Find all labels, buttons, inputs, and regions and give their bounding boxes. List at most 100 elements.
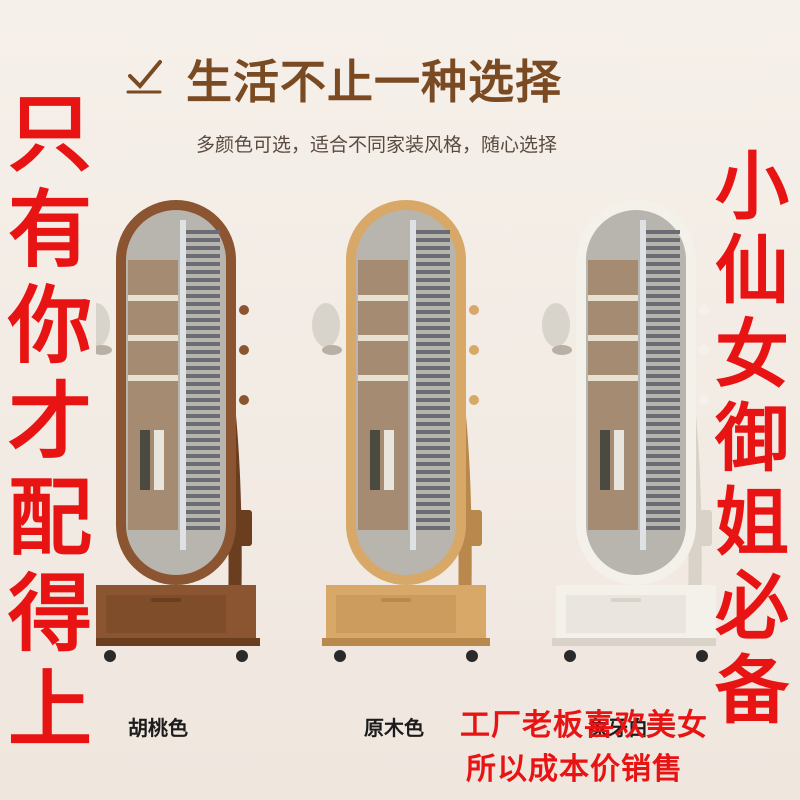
blind-slat [416, 286, 450, 290]
caster-wheel [466, 650, 478, 662]
blind-slat [416, 294, 450, 298]
blind-slat [646, 382, 680, 386]
blind-slat [646, 494, 680, 498]
left-slogan-char: 才 [7, 373, 92, 471]
blind-slat [416, 334, 450, 338]
blind-slat [186, 374, 220, 378]
blind-slat [186, 238, 220, 242]
blind-slat [416, 358, 450, 362]
drawer-handle [381, 598, 411, 602]
blind-slat [416, 302, 450, 306]
wardrobe-shelf [588, 375, 638, 381]
right-slogan-char: 备 [715, 648, 789, 734]
drawer-base [556, 585, 716, 640]
blind-slat [186, 278, 220, 282]
blind-slat [416, 462, 450, 466]
coat-peg [469, 395, 479, 405]
blind-slat [646, 510, 680, 514]
coat-peg [239, 305, 249, 315]
floor-mirror [312, 200, 490, 662]
blind-slat [416, 238, 450, 242]
left-slogan: 只 有 你 才 配 得 上 [4, 92, 96, 764]
blind-slat [646, 478, 680, 482]
blind-slat [646, 446, 680, 450]
left-slogan-char: 只 [7, 85, 92, 183]
base-plinth [96, 638, 260, 646]
blind-slat [416, 478, 450, 482]
blind-slat [646, 278, 680, 282]
blind-slat [186, 454, 220, 458]
product-label-natural-wood: 原木色 [364, 716, 424, 740]
blind-slat [186, 326, 220, 330]
hanging-clothes [140, 430, 150, 490]
blind-slat [186, 246, 220, 250]
blind-slat [186, 334, 220, 338]
blind-slat [416, 398, 450, 402]
blind-slat [416, 318, 450, 322]
blind-slat [646, 502, 680, 506]
hanging-bag [468, 510, 482, 546]
blind-slat [416, 470, 450, 474]
blind-slat [646, 406, 680, 410]
blind-slat [186, 302, 220, 306]
blind-slat [416, 310, 450, 314]
blind-slat [186, 422, 220, 426]
blind-slat [186, 438, 220, 442]
hat [312, 303, 340, 347]
hat-brim [322, 345, 342, 355]
mirror-reflection-blinds [646, 230, 680, 530]
blind-slat [186, 398, 220, 402]
blind-slat [186, 358, 220, 362]
mirror-reflection-wardrobe [128, 260, 178, 530]
blind-slat [186, 478, 220, 482]
blind-slat [186, 294, 220, 298]
blind-slat [416, 262, 450, 266]
wardrobe-shelf [358, 335, 408, 341]
caster-wheel [236, 650, 248, 662]
hanging-clothes [614, 430, 624, 490]
hanging-bag [238, 510, 252, 546]
blind-slat [416, 342, 450, 346]
hanging-clothes [384, 430, 394, 490]
blind-slat [416, 446, 450, 450]
blind-slat [646, 422, 680, 426]
caster-wheel [696, 650, 708, 662]
blind-slat [186, 406, 220, 410]
blind-slat [646, 414, 680, 418]
coat-peg [239, 395, 249, 405]
blind-slat [416, 374, 450, 378]
blind-slat [186, 342, 220, 346]
wardrobe-shelf [128, 295, 178, 301]
blind-slat [186, 486, 220, 490]
blind-slat [416, 414, 450, 418]
coat-peg [699, 345, 709, 355]
mirror-reflection-blinds [186, 230, 220, 530]
right-slogan-char: 姐 [715, 480, 789, 566]
drawer-handle [151, 598, 181, 602]
blind-slat [646, 238, 680, 242]
left-slogan-char: 你 [7, 277, 92, 375]
blind-slat [646, 438, 680, 442]
blind-slat [416, 454, 450, 458]
floor-mirror [96, 200, 260, 662]
blind-slat [416, 510, 450, 514]
hat [96, 303, 110, 347]
hanging-clothes [370, 430, 380, 490]
blind-slat [186, 462, 220, 466]
wardrobe-shelf [358, 375, 408, 381]
blind-slat [416, 494, 450, 498]
check-icon [126, 60, 162, 94]
blind-slat [186, 502, 220, 506]
base-plinth [322, 638, 490, 646]
blind-slat [646, 326, 680, 330]
blind-slat [646, 246, 680, 250]
mirror-reflection-wardrobe [358, 260, 408, 530]
mirror-reflection-wardrobe [588, 260, 638, 530]
blind-slat [646, 286, 680, 290]
left-slogan-char: 配 [7, 469, 92, 567]
promo-line-2: 所以成本价销售 [466, 752, 683, 787]
blind-slat [416, 526, 450, 530]
hat-brim [552, 345, 572, 355]
blind-slat [646, 430, 680, 434]
coat-peg [699, 305, 709, 315]
